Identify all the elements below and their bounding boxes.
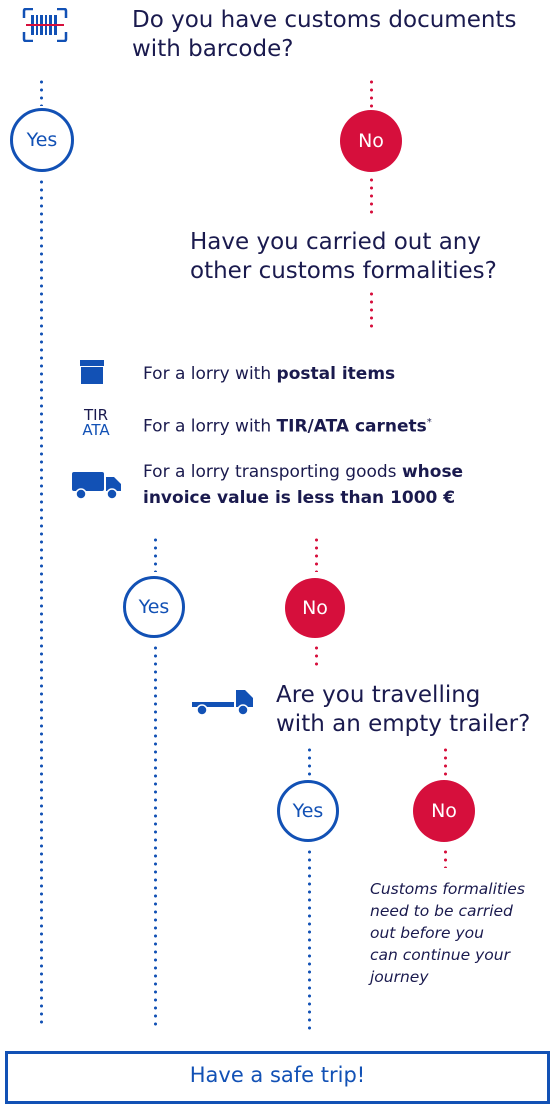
yes-circle: Yes: [123, 576, 185, 638]
note-line: journey: [370, 968, 429, 986]
yes-circle: Yes: [277, 780, 339, 842]
connector-yes-3-top: [308, 746, 311, 778]
item-line: invoice value is less than 1000 €: [143, 485, 463, 511]
safe-trip-box: Have a safe trip!: [5, 1051, 550, 1104]
connector-no-1-bottom: [370, 176, 373, 214]
yes-circle: Yes: [10, 108, 74, 172]
no-circle: No: [340, 110, 402, 172]
connector-yes-2-top: [154, 536, 157, 572]
connector-no-3-bottom: [444, 848, 447, 868]
note-line: need to be carried: [370, 902, 513, 920]
item-bold: TIR/ATA carnets: [276, 416, 427, 437]
connector-no-1-top: [370, 78, 373, 108]
connector-yes-2-main: [154, 644, 157, 1030]
connector-no-3-top: [444, 746, 447, 778]
item-bold: invoice value is less than 1000 €: [143, 488, 456, 508]
connector-q2-down: [370, 290, 373, 330]
tir-label: TIR: [83, 406, 108, 424]
item-bold: whose: [401, 462, 464, 482]
customs-formalities-note: Customs formalities need to be carried o…: [370, 878, 525, 988]
footnote-mark: *: [426, 417, 432, 428]
question-other-formalities: Have you carried out any other customs f…: [190, 228, 497, 286]
question-customs-documents: Do you have customs documents with barco…: [132, 6, 516, 64]
connector-no-2-bottom: [315, 644, 318, 668]
item-line: For a lorry transporting goods whose: [143, 459, 463, 485]
question-line: Do you have customs documents: [132, 7, 517, 33]
item-tir-ata-carnets: For a lorry with TIR/ATA carnets*: [143, 411, 432, 439]
item-prefix: For a lorry transporting goods: [143, 462, 402, 482]
item-prefix: For a lorry with: [143, 416, 277, 437]
item-bold: postal items: [276, 364, 396, 384]
item-prefix: For a lorry with: [143, 364, 277, 384]
safe-trip-label: Have a safe trip!: [189, 1063, 366, 1087]
note-line: Customs formalities: [370, 880, 525, 898]
connector-no-2-top: [315, 536, 318, 572]
question-line: Have you carried out any: [190, 229, 481, 255]
question-line: Are you travelling: [276, 682, 481, 708]
note-line: can continue your: [370, 946, 510, 964]
note-line: out before you: [370, 924, 484, 942]
item-low-value-goods: For a lorry transporting goods whose inv…: [143, 459, 463, 511]
connector-yes-3-main: [308, 848, 311, 1030]
connector-yes-1-top: [40, 78, 43, 106]
no-circle: No: [413, 780, 475, 842]
tir-ata-icon: TIR ATA: [76, 408, 116, 442]
empty-trailer-icon: [192, 686, 254, 716]
barcode-scan-icon: [22, 7, 68, 43]
question-line: with barcode?: [132, 36, 294, 62]
question-line: with an empty trailer?: [276, 711, 531, 737]
question-line: other customs formalities?: [190, 258, 497, 284]
no-circle: No: [285, 578, 345, 638]
item-postal-items: For a lorry with postal items: [143, 362, 395, 386]
ata-label: ATA: [82, 421, 110, 439]
truck-icon: [72, 470, 122, 500]
connector-yes-1-main: [40, 178, 43, 1028]
parcel-icon: [80, 360, 104, 384]
question-empty-trailer: Are you travelling with an empty trailer…: [276, 681, 530, 739]
